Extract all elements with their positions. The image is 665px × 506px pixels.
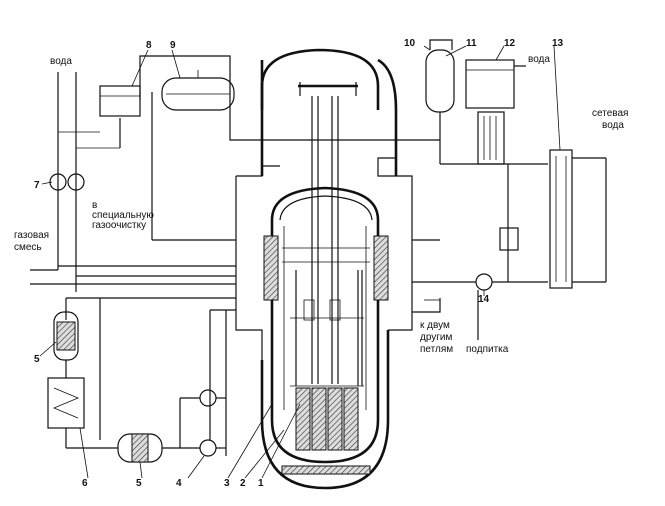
tank-8 <box>99 85 141 117</box>
num-8: 8 <box>146 40 152 51</box>
pump-7b <box>67 173 85 191</box>
num-1: 1 <box>258 478 264 489</box>
bottom-plate <box>281 465 371 475</box>
label-loops-2: другим <box>420 332 453 343</box>
num-7: 7 <box>34 180 40 191</box>
leader-lines <box>39 45 561 479</box>
gas-cleanup-train <box>47 311 226 463</box>
label-loops-3: петлям <box>420 344 453 355</box>
vessel-11 <box>425 49 455 113</box>
num-10: 10 <box>404 38 416 49</box>
label-makeup: подпитка <box>466 344 509 355</box>
num-3: 3 <box>224 478 230 489</box>
label-gas-mix-1: газовая <box>14 230 49 241</box>
tank-12-lower <box>477 111 505 165</box>
num-9: 9 <box>170 40 176 51</box>
secondary-circuit <box>412 39 607 340</box>
feed-lines <box>30 239 236 456</box>
label-water-right: вода <box>528 54 550 65</box>
heat-exchanger-13 <box>549 149 573 289</box>
num-4: 4 <box>176 478 182 489</box>
blower <box>199 389 217 407</box>
num-5-upper: 5 <box>34 354 40 365</box>
left-water-supply <box>49 55 440 292</box>
num-12: 12 <box>504 38 516 49</box>
num-11: 11 <box>466 38 477 49</box>
reactor-vessel <box>263 82 389 475</box>
num-14: 14 <box>478 294 490 305</box>
num-6: 6 <box>82 478 88 489</box>
label-loops-1: к двум <box>420 320 450 331</box>
label-special-1: в <box>92 200 97 211</box>
upper-shield-left <box>263 235 279 301</box>
label-water-left: вода <box>50 56 72 67</box>
label-special-2: специальную <box>92 210 154 221</box>
pump-14 <box>475 273 493 291</box>
label-special-3: газоочистку <box>92 220 146 231</box>
label-network-water-2: вода <box>602 120 624 131</box>
pump-4 <box>199 439 217 457</box>
label-network-water-1: сетевая <box>592 108 628 119</box>
num-2: 2 <box>240 478 246 489</box>
num-5-lower: 5 <box>136 478 142 489</box>
upper-shield-right <box>373 235 389 301</box>
num-13: 13 <box>552 38 564 49</box>
tank-12-upper <box>465 59 515 109</box>
containment-shell <box>235 48 413 490</box>
label-gas-mix-2: смесь <box>14 242 42 253</box>
